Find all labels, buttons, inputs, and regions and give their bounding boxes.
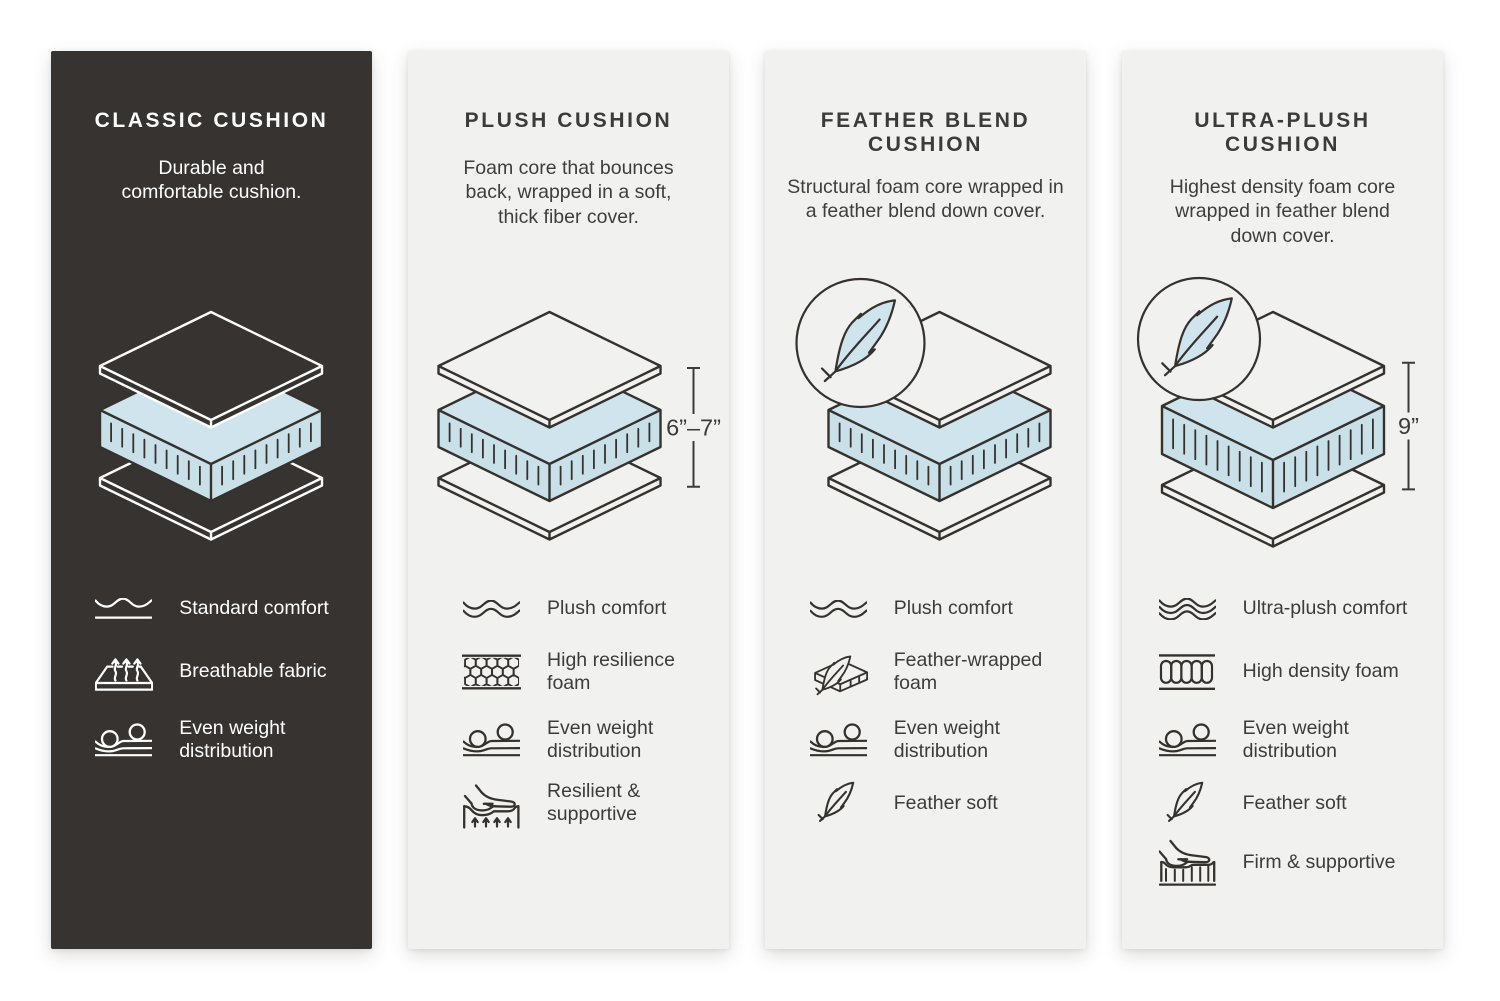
feature-row: Feather soft	[1158, 776, 1408, 830]
feature-list: Standard comfort Breathable fabric Even …	[51, 577, 372, 776]
feature-label: Feather soft	[893, 791, 998, 814]
top-cover-layer	[98, 310, 324, 429]
feather-icon	[1158, 780, 1217, 827]
wave-triple-icon	[1158, 597, 1217, 620]
feature-group: Plush comfort Feather-wrapped foam Even …	[809, 577, 1043, 830]
feature-group: Ultra-plush comfort High density foam Ev…	[1158, 577, 1408, 894]
even-weight-icon	[94, 722, 153, 757]
feature-row: Even weight distribution	[809, 703, 1043, 776]
card-title: PLUSH CUSHION	[464, 109, 673, 132]
feature-row: High density foam	[1158, 640, 1408, 703]
feature-label: Feather soft	[1242, 791, 1347, 814]
firm-supportive-icon	[1158, 839, 1217, 886]
feather-wrapped-foam-icon	[809, 643, 868, 700]
feature-list: Ultra-plush comfort High density foam Ev…	[1122, 577, 1443, 894]
feature-row: Firm & supportive	[1158, 830, 1408, 894]
feature-label: Ultra-plush comfort	[1242, 597, 1408, 619]
card-title: FEATHER BLEND CUSHION	[820, 109, 1031, 156]
feature-row: Even weight distribution	[94, 703, 329, 776]
feature-label: Even weight distribution	[893, 716, 1000, 762]
feature-label: Feather-wrapped foam	[893, 648, 1043, 694]
feature-row: Even weight distribution	[462, 703, 675, 776]
feature-list: Plush comfort Feather-wrapped foam Even …	[765, 577, 1086, 832]
feature-row: Feather soft	[809, 776, 1043, 830]
dimension-indicator: 9”	[1398, 361, 1419, 491]
feature-row: Even weight distribution	[1158, 703, 1408, 776]
dimension-indicator: 6”–7”	[666, 367, 721, 488]
feature-group: Standard comfort Breathable fabric Even …	[94, 577, 329, 776]
dimension-label: 6”–7”	[666, 415, 721, 441]
cushion-layers-diagram: 6”–7”	[408, 271, 729, 571]
feature-label: Even weight distribution	[1242, 716, 1349, 762]
card-feather-blend-cushion: FEATHER BLEND CUSHION Structural foam co…	[765, 51, 1086, 949]
feature-label: Resilient & supportive	[547, 780, 641, 825]
feature-label: High resilience foam	[547, 648, 675, 694]
card-title: ULTRA-PLUSH CUSHION	[1194, 109, 1371, 156]
feature-group: Plush comfort High resilience foam Even …	[462, 577, 675, 830]
feature-row: Feather-wrapped foam	[809, 640, 1043, 703]
high-density-foam-icon	[1158, 653, 1217, 690]
card-description: Structural foam core wrapped in a feathe…	[787, 176, 1064, 223]
feature-label: High density foam	[1242, 660, 1399, 682]
feature-label: Even weight distribution	[547, 716, 654, 762]
feature-list: Plush comfort High resilience foam Even …	[408, 577, 729, 835]
feature-row: Plush comfort	[462, 577, 675, 640]
wave-single-icon	[94, 597, 153, 620]
feature-label: Firm & supportive	[1242, 850, 1396, 873]
cushion-layers-diagram	[51, 271, 372, 571]
card-classic-cushion: CLASSIC CUSHION Durable and comfortable …	[51, 51, 372, 949]
feature-label: Even weight distribution	[179, 716, 286, 762]
dimension-label: 9”	[1398, 413, 1419, 439]
feature-label: Standard comfort	[179, 597, 329, 619]
feature-row: Resilient & supportive	[462, 776, 675, 830]
card-ultra-plush-cushion: ULTRA-PLUSH CUSHION Highest density foam…	[1122, 51, 1443, 949]
feature-label: Breathable fabric	[179, 660, 327, 682]
feature-row: High resilience foam	[462, 640, 675, 703]
feature-row: Breathable fabric	[94, 640, 329, 703]
cushion-layers-diagram	[765, 271, 1086, 571]
even-weight-icon	[809, 722, 868, 757]
feather-badge	[1136, 276, 1262, 402]
resilient-supportive-icon	[462, 777, 521, 830]
card-description: Highest density foam core wrapped in fea…	[1169, 176, 1396, 247]
feather-badge	[795, 277, 926, 409]
feature-row: Plush comfort	[809, 577, 1043, 640]
card-title: CLASSIC CUSHION	[94, 109, 329, 132]
feature-row: Ultra-plush comfort	[1158, 577, 1408, 640]
card-description: Durable and comfortable cushion.	[121, 157, 302, 204]
card-description: Foam core that bounces back, wrapped in …	[463, 157, 674, 228]
even-weight-icon	[462, 722, 521, 757]
feature-row: Standard comfort	[94, 577, 329, 640]
feather-icon	[809, 780, 868, 827]
honeycomb-foam-icon	[462, 653, 522, 690]
wave-double-icon	[462, 599, 521, 618]
feature-label: Plush comfort	[547, 597, 667, 619]
top-cover-layer	[437, 310, 662, 429]
breathable-fabric-icon	[94, 653, 153, 691]
feature-label: Plush comfort	[893, 597, 1013, 619]
card-plush-cushion: PLUSH CUSHION Foam core that bounces bac…	[408, 51, 729, 949]
wave-double-icon	[809, 599, 868, 618]
cushion-layers-diagram: 9”	[1122, 271, 1443, 571]
even-weight-icon	[1158, 722, 1217, 757]
